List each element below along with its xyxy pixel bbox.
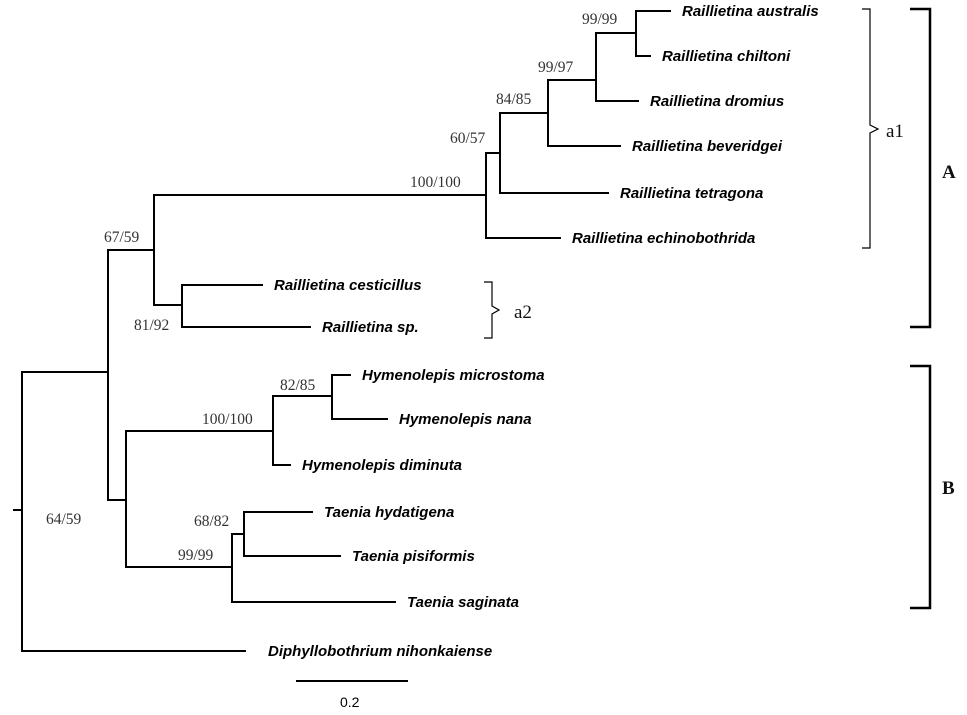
- clade-A-bracket: A: [910, 7, 956, 329]
- taxon-raillietina-sp: Raillietina sp.: [322, 319, 419, 336]
- support-label: 64/59: [46, 511, 82, 528]
- clade-a1-bracket: a1: [862, 8, 904, 249]
- support-label: 81/92: [134, 317, 169, 334]
- support-label: 82/85: [280, 377, 316, 394]
- clade-a2-bracket: a2: [484, 281, 532, 339]
- taxon-hymenolepis-nana: Hymenolepis nana: [399, 411, 532, 428]
- taxon-raillietina-cesticillus: Raillietina cesticillus: [274, 277, 422, 294]
- taxon-labels: Raillietina australis Raillietina chilto…: [268, 3, 819, 660]
- support-label: 100/100: [410, 174, 461, 191]
- taxon-taenia-hydatigena: Taenia hydatigena: [324, 504, 454, 521]
- support-label: 99/99: [582, 11, 618, 28]
- clade-a2-label: a2: [514, 302, 532, 323]
- taxon-raillietina-dromius: Raillietina dromius: [650, 93, 784, 110]
- clade-a1-label: a1: [886, 121, 904, 142]
- support-label: 60/57: [450, 130, 486, 147]
- support-label: 100/100: [202, 411, 253, 428]
- taxon-raillietina-echinobothrida: Raillietina echinobothrida: [572, 230, 755, 247]
- support-values: 99/99 99/97 84/85 60/57 100/100 67/59 81…: [46, 11, 618, 564]
- taxon-hymenolepis-diminuta: Hymenolepis diminuta: [302, 457, 462, 474]
- clade-A-label: A: [942, 162, 956, 183]
- support-label: 68/82: [194, 513, 229, 530]
- taxon-taenia-saginata: Taenia saginata: [407, 594, 519, 611]
- support-label: 99/99: [178, 547, 214, 564]
- support-label: 67/59: [104, 229, 140, 246]
- scale-bar-label: 0.2: [340, 694, 360, 710]
- branches: [13, 10, 671, 652]
- scale-bar: 0.2: [296, 680, 408, 710]
- taxon-raillietina-beveridgei: Raillietina beveridgei: [632, 138, 783, 155]
- taxon-raillietina-australis: Raillietina australis: [682, 3, 819, 20]
- taxon-raillietina-tetragona: Raillietina tetragona: [620, 185, 763, 202]
- taxon-raillietina-chiltoni: Raillietina chiltoni: [662, 48, 791, 65]
- clade-B-label: B: [942, 478, 955, 499]
- support-label: 99/97: [538, 59, 574, 76]
- clade-B-bracket: B: [910, 364, 955, 610]
- taxon-hymenolepis-microstoma: Hymenolepis microstoma: [362, 367, 545, 384]
- taxon-diphyllobothrium-nihonkaiense: Diphyllobothrium nihonkaiense: [268, 643, 492, 660]
- support-label: 84/85: [496, 91, 532, 108]
- taxon-taenia-pisiformis: Taenia pisiformis: [352, 548, 475, 565]
- node-connectors: [21, 10, 637, 652]
